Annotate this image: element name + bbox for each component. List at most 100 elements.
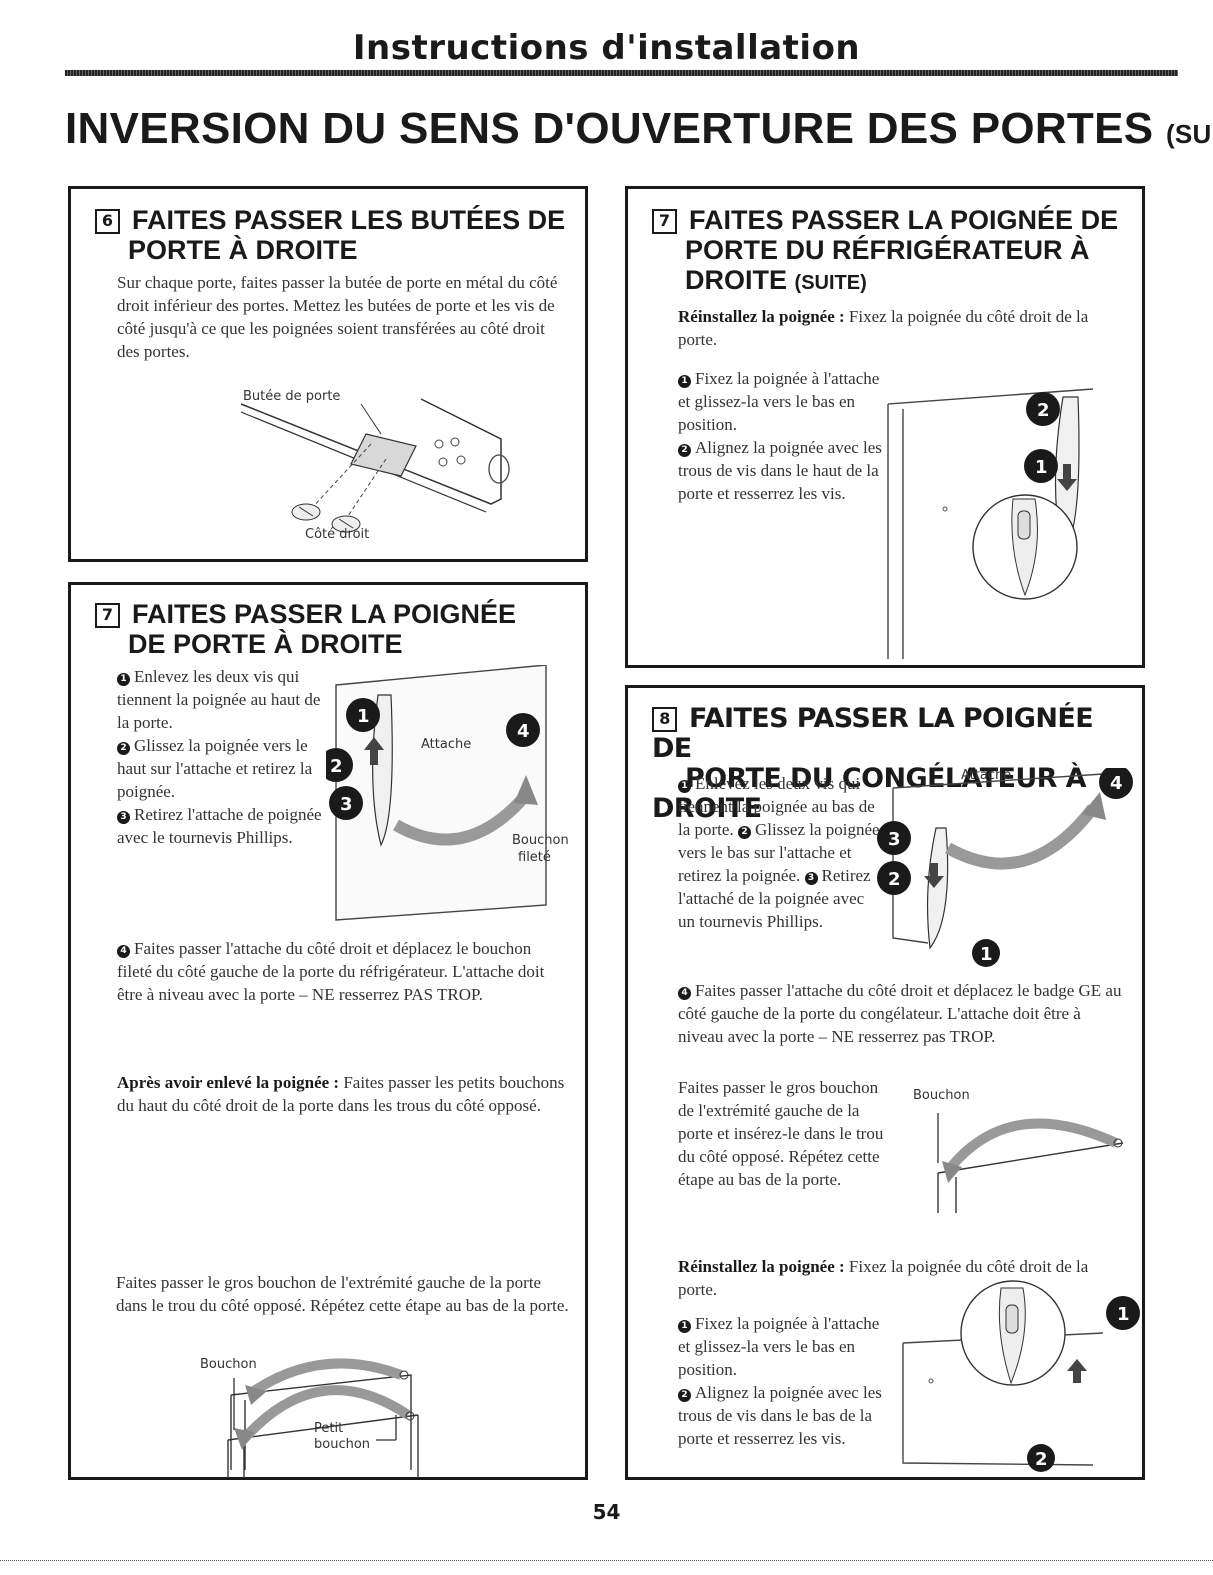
section-8-large-plug: Faites passer le gros bouchon de l'extré… (678, 1078, 884, 1189)
label-attache: Attache (961, 768, 1012, 783)
label-filete: fileté (518, 850, 551, 865)
step-marker-1: 1 (678, 375, 691, 388)
small-plug-illustration (230, 1358, 412, 1470)
section-6-body: Sur chaque porte, faites passer la butée… (117, 273, 558, 361)
page-title: INVERSION DU SENS D'OUVERTURE DES PORTES… (65, 104, 1213, 154)
section-7a-step1: Enlevez les deux vis qui tiennent la poi… (117, 667, 321, 732)
freezer-handle-removal-illustration: 4 3 2 1 (877, 768, 1133, 967)
section-7a-number: 7 (95, 603, 120, 628)
section-7b-reinstall: Réinstallez la poignée : Fixez la poigné… (678, 305, 1108, 351)
header-rule (65, 70, 1178, 76)
fridge-handle-removal-illustration: 1 4 2 3 (326, 665, 547, 921)
page-title-main: INVERSION DU SENS D'OUVERTURE DES PORTES (65, 104, 1154, 153)
section-7b-title-line3: DROITE (685, 265, 788, 295)
callout-1-badge (346, 698, 380, 732)
svg-text:2: 2 (1035, 1449, 1048, 1470)
step-marker-2: 2 (678, 444, 691, 457)
section-8-step1: Enlevez les deux vis qui tiennent la poi… (678, 774, 875, 839)
label-petit-bouchon: bouchon (314, 1437, 371, 1452)
step-marker-2: 2 (737, 826, 751, 839)
section-6-title-line2: PORTE À DROITE (128, 235, 358, 265)
svg-text:2: 2 (1037, 400, 1050, 421)
step-marker-1: 1 (678, 780, 691, 793)
section-7a-after: Après avoir enlevé la poignée : Faites p… (117, 1071, 567, 1117)
screw-icon (291, 503, 321, 521)
section-8-title-line1: FAITES PASSER LA POIGNÉE DE (652, 703, 1094, 764)
label-butee: Butée de porte (243, 389, 341, 404)
label-bouchon: Bouchon (512, 833, 569, 848)
fridge-handle-reinstall-illustration: 2 1 (887, 388, 1094, 659)
section-6-number: 6 (95, 209, 120, 234)
label-cote-droit: Côté droit (305, 527, 370, 542)
section-8-reinstall-label: Réinstallez la poignée : (678, 1257, 845, 1276)
svg-text:1: 1 (1035, 457, 1048, 478)
section-7b-title: 7 FAITES PASSER LA POIGNÉE DE PORTE DU RÉ… (652, 205, 1132, 298)
step-marker-4: 4 (678, 987, 691, 1000)
freezer-handle-reinstall-illustration: 1 2 (902, 1280, 1140, 1472)
svg-text:1: 1 (357, 706, 370, 727)
section-7b-reinstall-label: Réinstallez la poignée : (678, 307, 845, 326)
label-attache: Attache (421, 737, 472, 752)
section-7b-step1: Fixez la poignée à l'attache et glissez-… (678, 369, 880, 434)
step-marker-1: 1 (678, 1320, 691, 1333)
page-title-suffix: (SUITE) (1165, 119, 1213, 149)
section-8-reinstall-text: Fixez la poignée du côté droit de la por… (678, 1257, 1089, 1299)
label-bouchon-bottom: Bouchon (200, 1357, 257, 1372)
step-marker-4: 4 (117, 945, 130, 958)
section-8-step4-text: Faites passer l'attache du côté droit et… (678, 981, 1122, 1046)
section-8-number: 8 (652, 707, 677, 732)
svg-text:2: 2 (888, 869, 901, 890)
svg-text:4: 4 (517, 721, 530, 742)
label-bouchon: Bouchon (913, 1088, 970, 1103)
step-marker-3: 3 (117, 811, 130, 824)
section-8-step3: Retirez l'attaché de la poignée avec un … (678, 866, 871, 931)
section-7b-title-line1: FAITES PASSER LA POIGNÉE DE (689, 205, 1119, 235)
section-7a-after-label: Après avoir enlevé la poignée : (117, 1073, 340, 1092)
section-6-box: 6 FAITES PASSER LES BUTÉES DE PORTE À DRO… (68, 186, 588, 562)
door-stop-illustration (240, 398, 510, 533)
section-8-reinstall: Réinstallez la poignée : Fixez la poigné… (678, 1255, 1118, 1301)
label-petit: Petit (314, 1421, 344, 1436)
large-plug-illustration (227, 1378, 419, 1478)
section-8-rstep1: Fixez la poignée à l'attache et glissez-… (678, 1314, 880, 1379)
section-7b-box: 7 FAITES PASSER LA POIGNÉE DE PORTE DU RÉ… (625, 186, 1145, 668)
section-7a-title-line2: DE PORTE À DROITE (128, 629, 403, 659)
section-6-title: 6 FAITES PASSER LES BUTÉES DE PORTE À DRO… (95, 205, 575, 265)
bottom-rule (0, 1560, 1213, 1561)
step-marker-3: 3 (804, 872, 818, 885)
section-7a-after-text: Faites passer les petits bouchons du hau… (117, 1073, 565, 1115)
svg-text:3: 3 (888, 829, 901, 850)
svg-text:1: 1 (1117, 1304, 1130, 1325)
step-marker-2: 2 (678, 1389, 691, 1402)
section-7a-step4-text: Faites passer l'attache du côté droit et… (117, 939, 545, 1004)
section-6-title-line1: FAITES PASSER LES BUTÉES DE (132, 205, 566, 235)
section-7b-reinstall-text: Fixez la poignée du côté droit de la por… (678, 307, 1089, 349)
section-8-step2: Glissez la poignée vers le bas sur l'att… (678, 820, 880, 885)
freezer-plug-illustration (937, 1113, 1124, 1213)
page-header-title: Instructions d'installation (352, 28, 861, 68)
section-7b-step2: Alignez la poignée avec les trous de vis… (678, 438, 882, 503)
section-7a-step3: Retirez l'attache de poignée avec le tou… (117, 805, 322, 847)
section-7b-title-suffix: (SUITE) (794, 272, 867, 294)
section-7a-large-plug: Faites passer le gros bouchon de l'extré… (116, 1273, 569, 1315)
section-7a-step2: Glissez la poignée vers le haut sur l'at… (117, 736, 313, 801)
section-8-rstep2: Alignez la poignée avec les trous de vis… (678, 1383, 882, 1448)
svg-text:4: 4 (1110, 773, 1123, 794)
section-7b-title-line2: PORTE DU RÉFRIGÉRATEUR À (685, 235, 1090, 265)
section-8-title-line2: PORTE DU CONGÉLATEUR À DROITE (652, 763, 1087, 824)
svg-text:1: 1 (980, 944, 993, 965)
section-7b-number: 7 (652, 209, 677, 234)
svg-text:3: 3 (340, 794, 353, 815)
step-marker-2: 2 (117, 742, 130, 755)
svg-text:2: 2 (330, 756, 343, 777)
